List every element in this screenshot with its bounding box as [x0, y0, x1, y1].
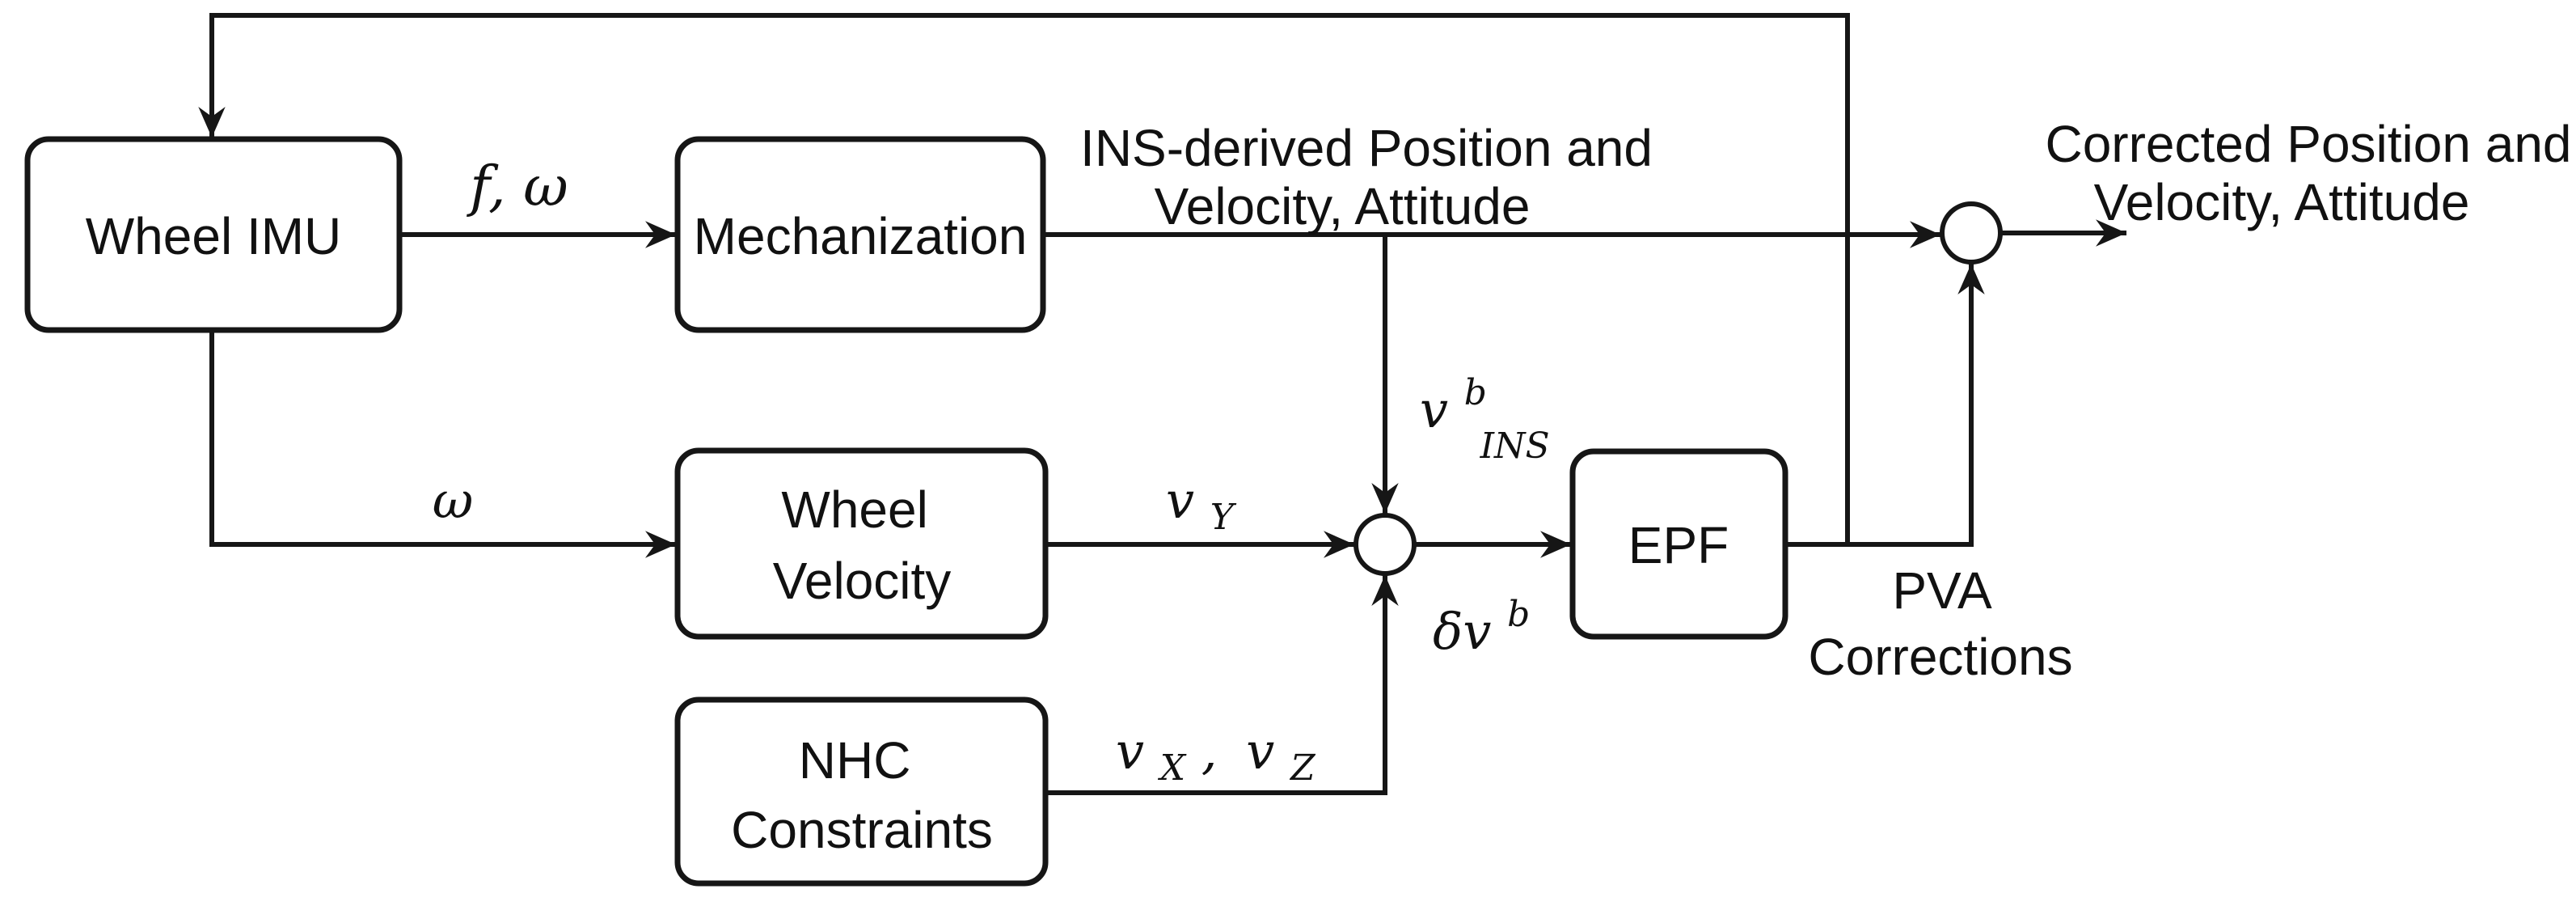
nhc-constraints-box	[674, 696, 1049, 887]
signal-vx-sub: X	[1158, 747, 1187, 789]
ins-derived-text-line1: INS-derived Position and	[1080, 119, 1653, 177]
signal-vxvz-comma: ,	[1201, 722, 1218, 781]
corrected-text-line2: Velocity, Attitude	[2094, 173, 2470, 231]
signal-vy-base: v	[1166, 471, 1194, 530]
signal-vy-label: v Y	[1166, 471, 1237, 538]
wheel-velocity-label-line1: Wheel	[781, 481, 927, 539]
signal-omega-label: ω	[433, 471, 474, 530]
signal-vy-sub: Y	[1210, 497, 1237, 538]
mechanization-label: Mechanization	[694, 207, 1028, 265]
edge-vxvz-to-junction	[1045, 575, 1399, 795]
signal-vx-vz-label: v X , v Z	[1116, 722, 1316, 792]
pva-corrections-text-line2: Corrections	[1808, 628, 2072, 686]
signal-v-ins-sub: INS	[1480, 425, 1550, 467]
edge-omega-to-wheel-velocity	[209, 330, 676, 558]
nhc-constraints-label-line1: NHC	[799, 731, 911, 790]
summing-junction-velocity	[1353, 513, 1417, 576]
nhc-constraints-label: NHC Constraints	[731, 731, 993, 859]
wheel-velocity-label-line2: Velocity	[773, 552, 952, 610]
epf-label: EPF	[1628, 516, 1729, 574]
signal-v-ins-base: v	[1420, 380, 1448, 439]
wheel-imu-label: Wheel IMU	[86, 207, 342, 265]
edge-feedback-loop	[198, 13, 1850, 544]
signal-delta-v-label: δv b	[1433, 594, 1530, 661]
signal-delta-v-sup: b	[1507, 594, 1530, 635]
summing-junction-output	[1940, 201, 2003, 265]
signal-delta-v-base: δv	[1433, 602, 1491, 661]
nhc-constraints-label-line2: Constraints	[731, 801, 993, 859]
edges	[198, 13, 2126, 795]
signal-v-ins-label: v b INS	[1420, 358, 1550, 467]
pva-corrections-text-line1: PVA	[1892, 561, 1992, 620]
signal-f-omega-label: f, ω	[466, 155, 568, 219]
mechanization-box	[674, 136, 1046, 333]
epf-box	[1569, 448, 1788, 640]
signal-vz-base: v	[1246, 722, 1274, 781]
corrected-text-line1: Corrected Position and	[2045, 115, 2571, 173]
signal-vz-sub: Z	[1289, 747, 1316, 789]
edge-epf-out-pva	[1785, 264, 1985, 547]
wheel-velocity-label: Wheel Velocity	[773, 481, 952, 610]
wheel-velocity-box	[674, 447, 1049, 640]
signal-v-ins-sup: b	[1464, 372, 1487, 413]
signal-vx-base: v	[1116, 722, 1144, 781]
ins-derived-text-line2: Velocity, Attitude	[1155, 177, 1531, 235]
wheel-imu-box	[24, 136, 403, 333]
